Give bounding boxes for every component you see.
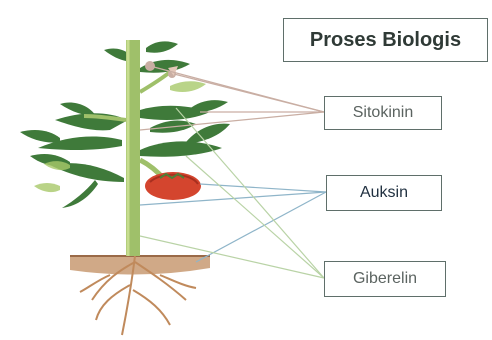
upper-branch [140,72,170,92]
label-sitokinin: Sitokinin [324,96,442,130]
diagram-title: Proses Biologis [283,18,488,62]
label-auksin: Auksin [326,175,442,211]
label-giberelin: Giberelin [324,261,446,297]
tomato-fruit [145,172,201,200]
